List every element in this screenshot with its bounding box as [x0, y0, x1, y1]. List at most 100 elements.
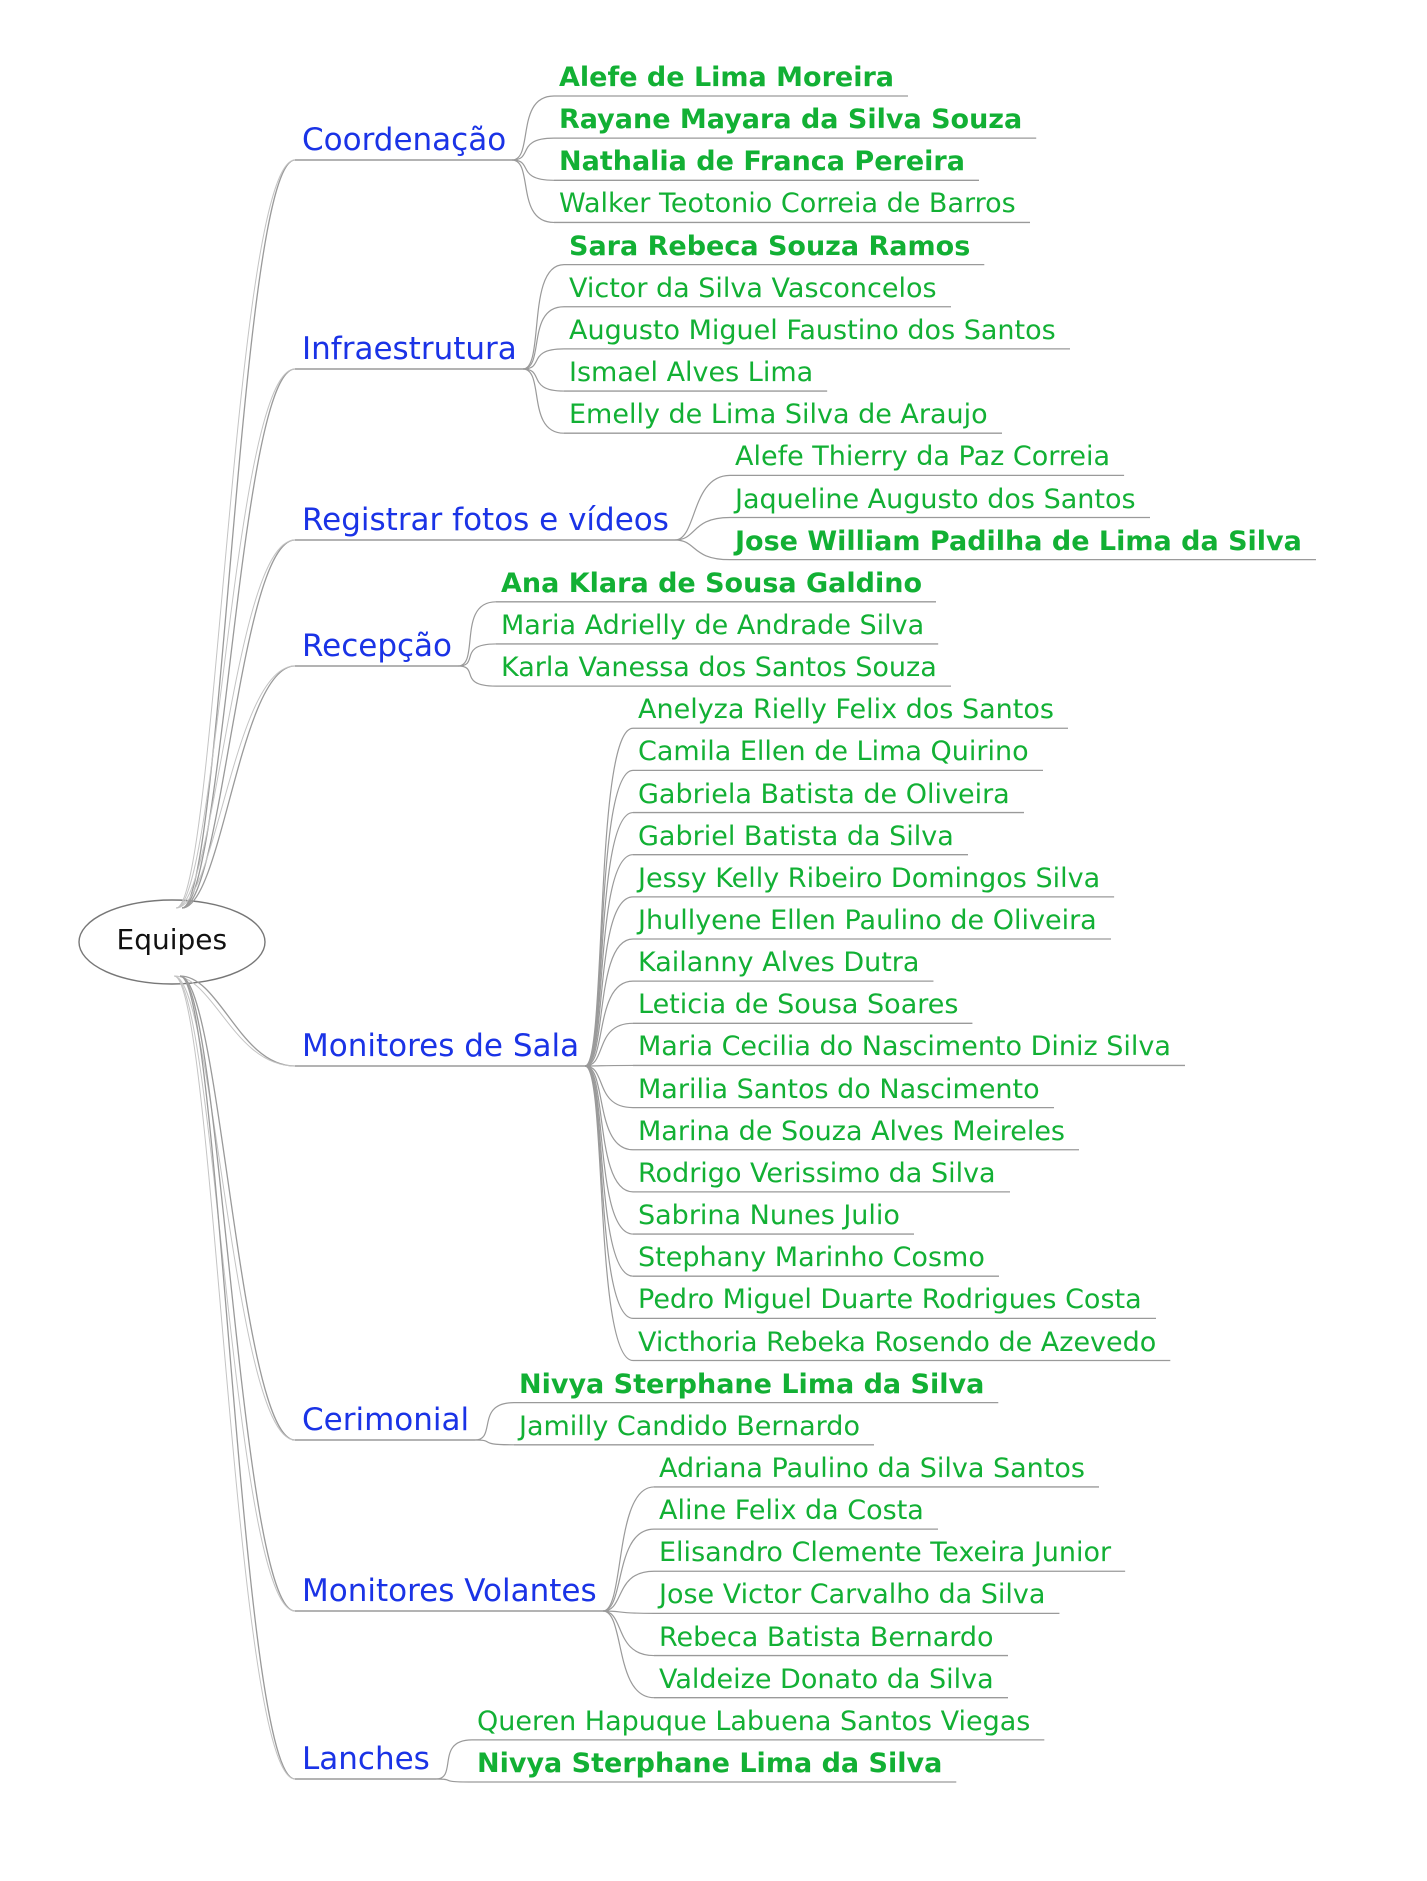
branch-connector-shadow: [173, 975, 296, 1067]
branch-connector: [179, 975, 296, 1067]
member-name: Jamilly Candido Bernardo: [519, 1410, 860, 1442]
member-name: Marina de Souza Alves Meireles: [638, 1115, 1066, 1147]
branch-label: Registrar fotos e vídeos: [302, 502, 669, 538]
leaf-connector: [522, 264, 565, 370]
member-name: Victhoria Rebeka Rosendo de Azevedo: [638, 1326, 1157, 1358]
member-name: Victor da Silva Vasconcelos: [569, 272, 937, 304]
leaf-connector: [584, 727, 634, 1067]
branch-connector-shadow: [175, 539, 296, 909]
leaf-connector: [584, 1064, 634, 1067]
leaf-connector: [584, 896, 634, 1067]
member-name: Karla Vanessa dos Santos Souza: [501, 652, 937, 684]
member-name: Adriana Paulino da Silva Santos: [659, 1452, 1085, 1484]
member-name: Ismael Alves Lima: [569, 357, 814, 389]
branch-connector: [179, 975, 296, 1441]
member-name: Sara Rebeca Souza Ramos: [569, 230, 971, 262]
member-name: Jose William Padilha de Lima da Silva: [735, 525, 1302, 557]
member-name: Leticia de Sousa Soares: [638, 989, 959, 1021]
member-name: Sabrina Nunes Julio: [638, 1200, 900, 1232]
leaf-connector: [474, 1439, 515, 1446]
leaf-connector: [584, 980, 634, 1067]
member-name: Maria Cecilia do Nascimento Diniz Silva: [638, 1031, 1171, 1063]
member-name: Stephany Marinho Cosmo: [638, 1242, 985, 1274]
member-name: Jaqueline Augusto dos Santos: [735, 483, 1136, 515]
branch-label: Monitores Volantes: [302, 1573, 597, 1609]
leaf-connector: [457, 665, 497, 687]
member-name: Gabriel Batista da Silva: [638, 820, 954, 852]
leaf-connector: [584, 811, 634, 1067]
root-node-label: Equipes: [116, 923, 228, 956]
leaf-connector: [584, 1065, 634, 1362]
leaf-connector: [511, 159, 555, 224]
branch-label: Lanches: [302, 1741, 430, 1777]
leaf-connector: [674, 539, 731, 561]
member-name: Jose Victor Carvalho da Silva: [659, 1579, 1046, 1611]
member-name: Jhullyene Ellen Paulino de Oliveira: [638, 905, 1097, 936]
branch-label: Recepção: [302, 628, 453, 664]
member-name: Kailanny Alves Dutra: [638, 947, 920, 979]
leaf-connector: [522, 306, 565, 370]
branch-label: Infraestrutura: [302, 331, 517, 367]
member-name: Queren Hapuque Labuena Santos Viegas: [477, 1705, 1031, 1737]
leaf-connector: [435, 1778, 473, 1783]
branch-connector-shadow: [175, 159, 296, 909]
leaf-connector: [457, 643, 497, 667]
leaf-connector: [602, 1610, 655, 1614]
leaf-connector: [584, 769, 634, 1067]
branch-label: Cerimonial: [302, 1402, 470, 1438]
leaf-connector: [584, 1022, 634, 1067]
leaf-connector: [522, 368, 565, 392]
member-name: Anelyza Rielly Felix dos Santos: [638, 694, 1054, 726]
member-name: Alefe Thierry da Paz Correia: [735, 441, 1111, 473]
leaf-connector: [602, 1486, 655, 1612]
leaf-connector: [602, 1528, 655, 1612]
member-name: Marilia Santos do Nascimento: [638, 1073, 1040, 1105]
leaf-connector: [435, 1739, 473, 1780]
root-node-ellipse: [78, 899, 266, 985]
leaf-connector: [584, 854, 634, 1067]
branch-connector: [181, 539, 296, 909]
leaf-connector: [674, 474, 731, 541]
branch-connector: [181, 159, 296, 909]
leaf-connector: [457, 601, 497, 667]
leaf-connector: [602, 1570, 655, 1612]
member-name: Rebeca Batista Bernardo: [659, 1621, 994, 1653]
member-name: Valdeize Donato da Silva: [659, 1663, 994, 1695]
branch-connector: [179, 975, 296, 1612]
member-name: Augusto Miguel Faustino dos Santos: [569, 314, 1056, 346]
member-name: Rodrigo Verissimo da Silva: [638, 1157, 996, 1189]
member-name: Gabriela Batista de Oliveira: [638, 778, 1010, 810]
leaf-connector: [522, 348, 565, 370]
branch-label: Monitores de Sala: [302, 1028, 580, 1064]
leaf-connector: [474, 1402, 515, 1441]
member-name: Camila Ellen de Lima Quirino: [638, 736, 1029, 768]
branch-connector-shadow: [173, 975, 296, 1612]
leaf-connector: [584, 938, 634, 1067]
member-name: Elisandro Clemente Texeira Junior: [659, 1537, 1112, 1569]
leaf-connector: [511, 137, 555, 161]
member-name: Jessy Kelly Ribeiro Domingos Silva: [638, 862, 1101, 894]
member-name: Nathalia de Franca Pereira: [559, 146, 965, 178]
member-name: Aline Felix da Costa: [659, 1495, 924, 1527]
member-name: Rayane Mayara da Silva Souza: [559, 104, 1023, 136]
branch-connector-shadow: [175, 368, 296, 909]
branch-connector: [181, 368, 296, 909]
leaf-connector: [584, 1065, 634, 1109]
leaf-connector: [674, 516, 731, 541]
member-name: Emelly de Lima Silva de Araujo: [569, 399, 988, 431]
branch-connector: [181, 665, 296, 909]
member-name: Walker Teotonio Correia de Barros: [559, 188, 1016, 220]
member-name: Nivya Sterphane Lima da Silva: [519, 1368, 985, 1400]
member-name: Pedro Miguel Duarte Rodrigues Costa: [638, 1284, 1142, 1316]
branch-connector-shadow: [173, 975, 296, 1780]
leaf-connector: [602, 1610, 655, 1699]
member-name: Nivya Sterphane Lima da Silva: [477, 1748, 943, 1779]
leaf-connector: [511, 159, 555, 181]
leaf-connector: [584, 1065, 634, 1151]
member-name: Ana Klara de Sousa Galdino: [501, 567, 923, 599]
branch-connector: [179, 975, 296, 1780]
branch-label: Coordenação: [302, 122, 507, 158]
leaf-connector: [584, 1065, 634, 1235]
